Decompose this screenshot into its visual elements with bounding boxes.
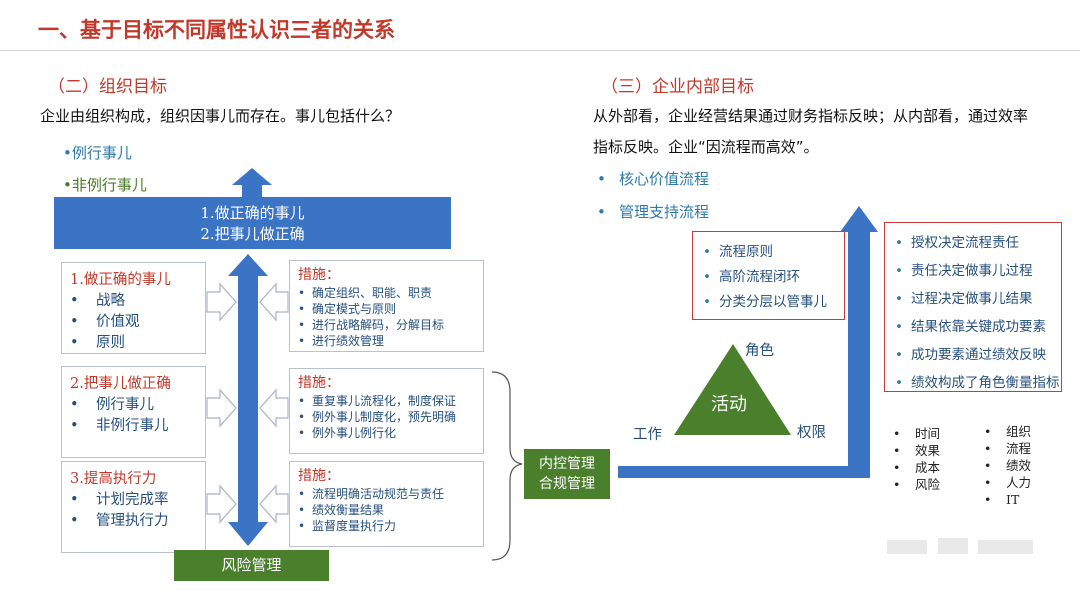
internal-intro-1: 从外部看，企业经营结果通过财务指标反映；从内部看，通过效率 [593, 107, 1029, 125]
metric-list: •时间 •效果 •成本 •风险 [893, 426, 941, 492]
metric-item: 效果 [915, 443, 941, 458]
chain-item: 过程决定做事儿结果 [911, 291, 1033, 307]
measure-item: 绩效衡量结果 [312, 503, 385, 517]
goal-item: 计划完成率 [96, 492, 169, 508]
measure-item: 例外事儿例行化 [312, 426, 397, 440]
goal-box-heading: 3.提高执行力 [70, 471, 157, 487]
hollow-arrow-r2 [206, 388, 237, 428]
principle-item: 高阶流程闭环 [719, 269, 800, 285]
bullet-text: 核心价值流程 [619, 170, 710, 188]
goal-band: 1.做正确的事儿 2.把事儿做正确 [54, 197, 451, 249]
goal-box-3: 3.提高执行力 •计划完成率 •管理执行力 [61, 461, 206, 553]
measure-item: 流程明确活动规范与责任 [312, 487, 445, 501]
elbow-arrow [618, 206, 878, 478]
element-list: •组织 •流程 •绩效 •人力 •IT [984, 424, 1032, 507]
band-line-1: 1.做正确的事儿 [200, 204, 305, 222]
goal-item: 管理执行力 [96, 513, 169, 529]
triangle-center-label: 活动 [711, 394, 747, 415]
measure-box-2: 措施： •重复事儿流程化，制度保证 •例外事儿制度化，预先明确 •例外事儿例行化 [289, 368, 484, 454]
measure-heading: 措施： [298, 468, 340, 484]
hollow-arrow-l2 [259, 388, 289, 428]
org-bullet-routine: •例行事儿 [63, 144, 132, 162]
measure-heading: 措施： [298, 375, 340, 391]
top-up-arrow [232, 168, 272, 197]
triangle-top-label: 角色 [745, 343, 774, 359]
measure-item: 进行战略解码，分解目标 [312, 318, 445, 332]
triangle-right-label: 权限 [797, 425, 826, 441]
goal-item: 战略 [96, 293, 125, 309]
goal-item: 原则 [96, 335, 125, 351]
goal-item: 价值观 [96, 314, 140, 330]
principle-item: 流程原则 [719, 244, 773, 260]
bullet-text: 管理支持流程 [619, 203, 710, 221]
title-divider [0, 50, 1080, 51]
metric-item: 成本 [915, 460, 941, 475]
goal-box-2: 2.把事儿做正确 •例行事儿 •非例行事儿 [61, 366, 206, 458]
internal-intro-2: 指标反映。企业“因流程而高效”。 [593, 138, 819, 156]
metric-item: 风险 [915, 477, 941, 492]
internal-bullet-support: •管理支持流程 [597, 203, 710, 221]
measure-item: 例外事儿制度化，预先明确 [312, 410, 457, 424]
internal-bullet-core: •核心价值流程 [597, 170, 710, 188]
goal-box-heading: 1.做正确的事儿 [70, 272, 171, 288]
band-line-2: 2.把事儿做正确 [200, 225, 305, 243]
measure-item: 重复事儿流程化，制度保证 [312, 394, 457, 408]
measure-item: 监督度量执行力 [312, 519, 397, 533]
responsibility-chain-box: •授权决定流程责任 •责任决定做事儿过程 •过程决定做事儿结果 •结果依靠关键成… [884, 222, 1062, 392]
control-compliance-box: 内控管理 合规管理 [524, 449, 610, 499]
chain-item: 成功要素通过绩效反映 [911, 347, 1046, 363]
section-title-internal: （三）企业内部目标 [601, 77, 754, 97]
chain-item: 绩效构成了角色衡量指标 [911, 375, 1060, 391]
measure-heading: 措施： [298, 267, 340, 283]
element-item: 绩效 [1006, 458, 1032, 473]
measure-item: 进行绩效管理 [312, 334, 385, 348]
goal-item: 非例行事儿 [96, 418, 169, 434]
hollow-arrow-l1 [259, 282, 289, 322]
principle-item: 分类分层以管事儿 [719, 294, 827, 310]
org-intro: 企业由组织构成，组织因事儿而存在。事儿包括什么？ [40, 107, 401, 125]
goal-box-1: 1.做正确的事儿 •战略 •价值观 •原则 [61, 262, 206, 354]
metric-item: 时间 [915, 426, 941, 441]
hollow-arrow-r3 [206, 484, 237, 524]
blurred-watermark [887, 540, 927, 554]
risk-management-box: 风险管理 [174, 550, 329, 581]
section-title-org: （二）组织目标 [48, 77, 167, 97]
page-title: 一、基于目标不同属性认识三者的关系 [38, 18, 395, 42]
control-line-1: 内控管理 [539, 456, 595, 472]
goal-item: 例行事儿 [96, 397, 154, 413]
measure-item: 确定模式与原则 [312, 302, 397, 316]
chain-item: 责任决定做事儿过程 [911, 263, 1033, 279]
hollow-arrow-l3 [259, 484, 289, 524]
triangle-left-label: 工作 [633, 427, 662, 443]
measure-item: 确定组织、职能、职责 [312, 286, 433, 300]
element-item: IT [1006, 492, 1020, 507]
element-item: 流程 [1006, 441, 1032, 456]
chain-item: 授权决定流程责任 [911, 235, 1019, 251]
measure-box-3: 措施： •流程明确活动规范与责任 •绩效衡量结果 •监督度量执行力 [289, 461, 484, 547]
blurred-watermark [978, 540, 1033, 554]
chain-item: 结果依靠关键成功要素 [911, 319, 1046, 335]
hollow-arrow-r1 [206, 282, 237, 322]
blurred-watermark [938, 538, 968, 554]
goal-box-heading: 2.把事儿做正确 [70, 376, 171, 392]
control-line-2: 合规管理 [539, 476, 595, 492]
org-bullet-nonroutine: •非例行事儿 [63, 176, 147, 194]
principles-box: •流程原则 •高阶流程闭环 •分类分层以管事儿 [692, 231, 845, 320]
element-item: 人力 [1006, 475, 1032, 490]
right-brace [491, 371, 523, 561]
activity-triangle [674, 344, 791, 435]
element-item: 组织 [1006, 424, 1032, 439]
measure-box-1: 措施： •确定组织、职能、职责 •确定模式与原则 •进行战略解码，分解目标 •进… [289, 260, 484, 352]
vertical-double-arrow [228, 254, 268, 546]
